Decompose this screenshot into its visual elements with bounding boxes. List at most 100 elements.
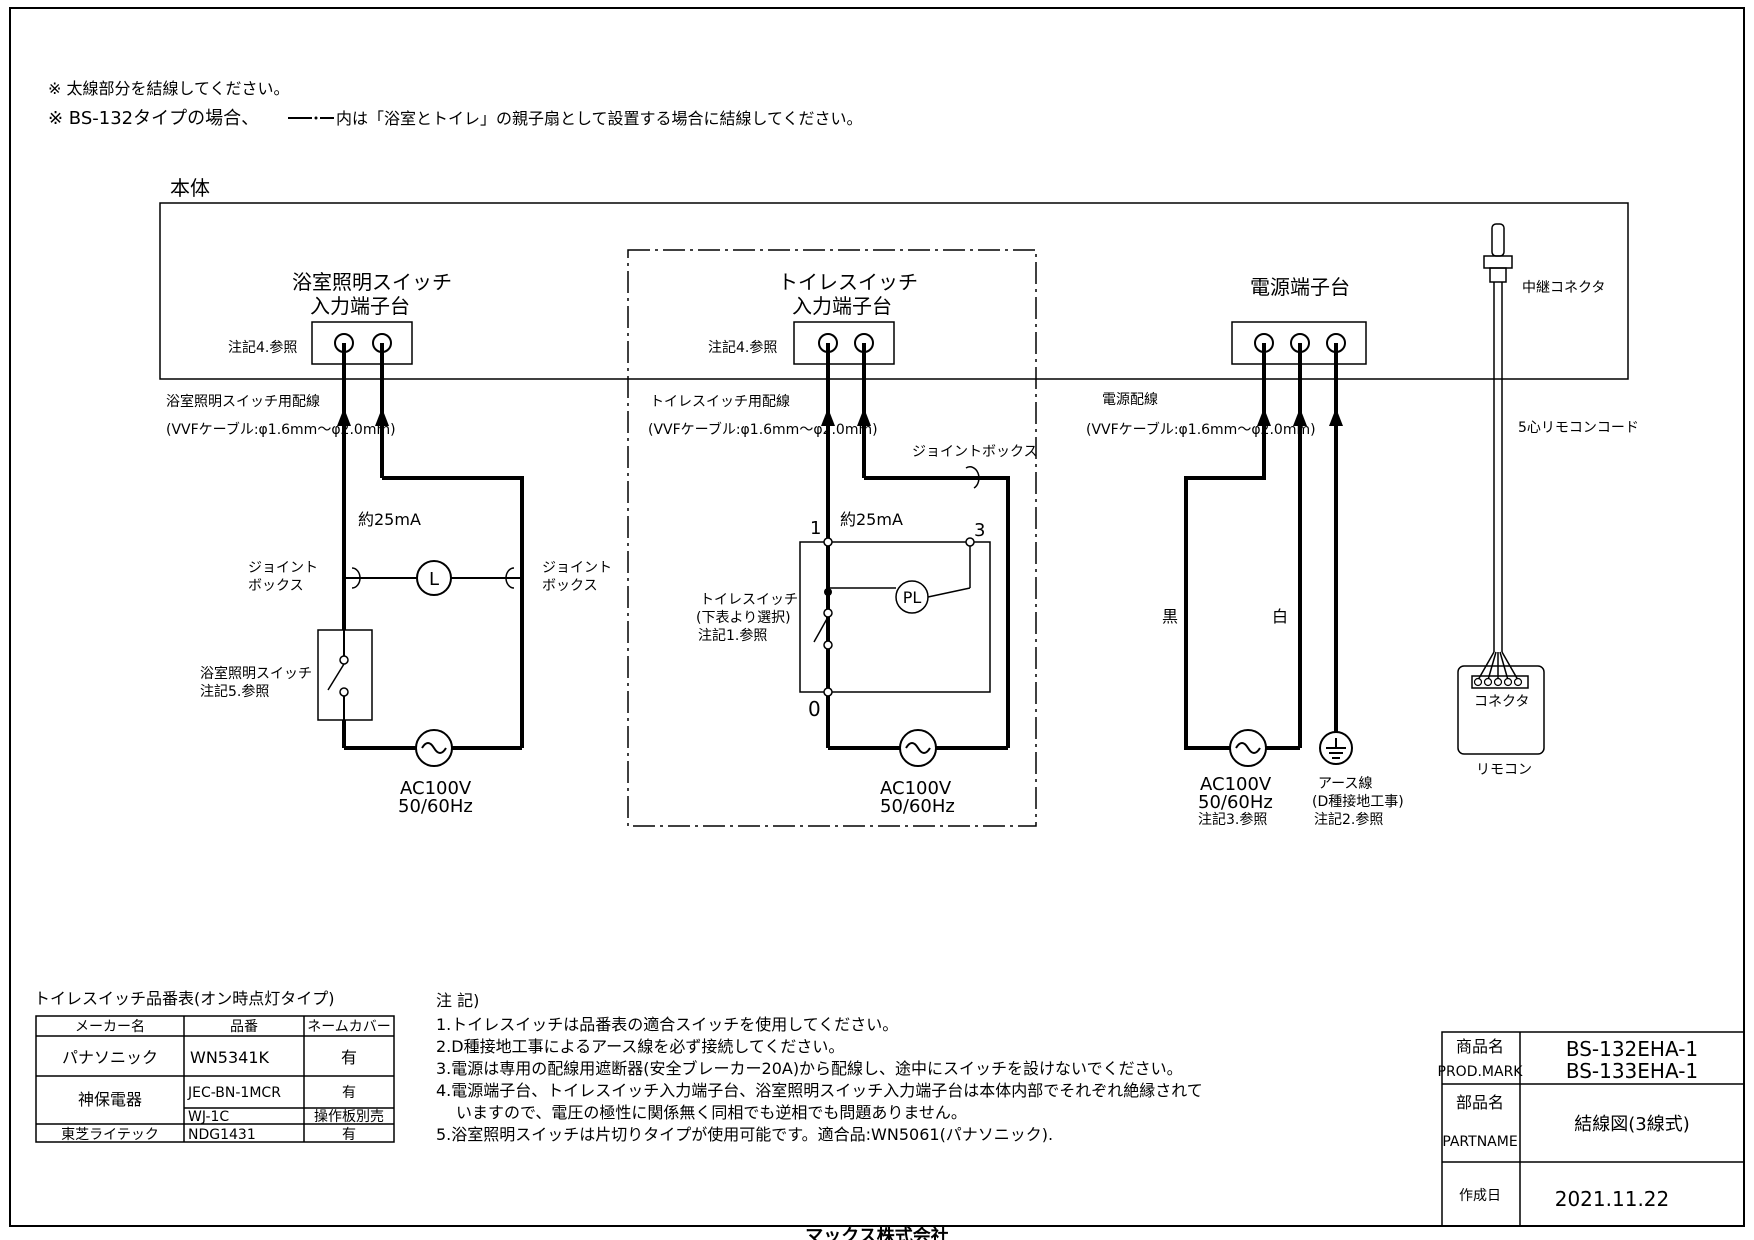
- bath-jb-right-1: ジョイント: [542, 560, 612, 576]
- bath-jb-left-2: ボックス: [248, 578, 304, 594]
- title-product-label: 商品名: [1456, 1037, 1504, 1056]
- title-date: 2021.11.22: [1555, 1187, 1670, 1211]
- toilet-switch-box: [799, 541, 991, 693]
- toilet-term-0: [823, 687, 833, 697]
- toilet-term-1: [823, 537, 833, 547]
- relay-connector: [1483, 255, 1513, 269]
- relay-connector-top: [1491, 223, 1505, 257]
- toilet-jb-symbol: [965, 466, 980, 489]
- earth-label-3: 注記2.参照: [1314, 811, 1383, 828]
- switch-table-title: トイレスイッチ品番表(オン時点灯タイプ): [34, 989, 335, 1008]
- toilet-optional-region: [627, 249, 1037, 827]
- main-unit-box: [159, 202, 1629, 380]
- power-arrow-2: [1293, 408, 1307, 426]
- toilet-switch-label-1: トイレスイッチ: [700, 592, 798, 608]
- toilet-arrow-1: [821, 408, 835, 426]
- title-block-grid: [1441, 1031, 1745, 1227]
- bath-ac-2: 50/60Hz: [398, 796, 473, 817]
- bath-arrow-1: [337, 408, 351, 426]
- title-part-name: 結線図(3線式): [1574, 1114, 1690, 1135]
- power-white: 白: [1272, 607, 1288, 626]
- bath-lamp: [416, 560, 452, 596]
- earth-label-2: (D種接地工事): [1312, 793, 1404, 810]
- power-wiring-cable: (VVFケーブル:φ1.6mm～φ2.0mm): [1086, 421, 1316, 438]
- table-header-part: 品番: [230, 1019, 258, 1035]
- relay-connector-label: 中継コネクタ: [1522, 280, 1605, 296]
- toilet-ac-1: AC100V: [880, 778, 952, 799]
- title-part-label: 部品名: [1456, 1093, 1504, 1112]
- power-black: 黒: [1162, 607, 1178, 626]
- toilet-switch-label-3: 注記1.参照: [698, 627, 767, 644]
- toilet-terminal-title-2: 入力端子台: [792, 294, 892, 318]
- table-row-2-cover: 操作板別売: [314, 1109, 384, 1125]
- power-circuit-wires: [1184, 343, 1338, 750]
- notes-heading: 注 記): [436, 991, 479, 1010]
- title-product-2: BS-133EHA-1: [1566, 1059, 1698, 1083]
- note-top-2a: ※ BS-132タイプの場合、: [48, 108, 259, 129]
- note-top-1: ※ 太線部分を結線してください。: [48, 79, 290, 98]
- title-product-label-en: PROD.MARK: [1438, 1064, 1524, 1080]
- power-arrow-3: [1329, 408, 1343, 426]
- bath-wiring-title: 浴室照明スイッチ用配線: [166, 393, 320, 410]
- toilet-switch-label-2: (下表より選択): [696, 610, 791, 626]
- title-date-label: 作成日: [1459, 1188, 1501, 1204]
- bath-switch-label-2: 注記5.参照: [200, 683, 269, 700]
- toilet-arrow-2: [857, 408, 871, 426]
- note-1: 1.トイレスイッチは品番表の適合スイッチを使用してください。: [436, 1015, 898, 1034]
- bath-jb-left-1: ジョイント: [248, 560, 318, 576]
- power-ac-3: 注記3.参照: [1198, 811, 1267, 828]
- toilet-ac-2: 50/60Hz: [880, 796, 955, 817]
- toilet-junction-box: ジョイントボックス: [912, 444, 1038, 460]
- toilet-term-3: [965, 537, 975, 547]
- power-terminal-title: 電源端子台: [1250, 275, 1350, 299]
- body-label: 本体: [170, 176, 210, 200]
- bath-terminal-title-1: 浴室照明スイッチ: [292, 270, 452, 294]
- bath-jb-right-2: ボックス: [542, 578, 598, 594]
- toilet-term-1-label: 1: [810, 518, 821, 539]
- bath-terminal-block: [311, 321, 413, 365]
- toilet-circuit-wires: [826, 343, 1010, 750]
- bath-wiring-cable: (VVFケーブル:φ1.6mm～φ2.0mm): [166, 421, 396, 438]
- toilet-terminal-block: [793, 321, 895, 365]
- toilet-term-0-label: 0: [808, 697, 821, 721]
- power-wiring-title: 電源配線: [1102, 392, 1158, 408]
- toilet-term-3-label: 3: [974, 520, 985, 541]
- note-3: 3.電源は専用の配線用遮断器(安全ブレーカー20A)から配線し、途中にスイッチを…: [436, 1059, 1183, 1078]
- toilet-wiring-title: トイレスイッチ用配線: [650, 394, 790, 410]
- toilet-terminal-title-1: トイレスイッチ: [778, 270, 918, 294]
- remote-cord-label: 5心リモコンコード: [1518, 420, 1639, 436]
- power-ac-2: 50/60Hz: [1198, 792, 1273, 813]
- remote-label: リモコン: [1476, 762, 1532, 778]
- table-row-3-part: NDG1431: [188, 1127, 256, 1143]
- table-row-3-maker: 東芝ライテック: [61, 1127, 159, 1143]
- remote-control: [1457, 665, 1545, 755]
- title-product-1: BS-132EHA-1: [1566, 1037, 1698, 1061]
- table-row-0-maker: パナソニック: [62, 1048, 158, 1067]
- title-part-label-en: PARTNAME: [1442, 1134, 1517, 1150]
- table-row-1-cover: 有: [342, 1085, 356, 1101]
- table-row-3-cover: 有: [342, 1127, 356, 1143]
- bath-ac-1: AC100V: [400, 778, 472, 799]
- power-ac-1: AC100V: [1200, 774, 1272, 795]
- table-row-0-part: WN5341K: [190, 1048, 270, 1067]
- table-row-2-part: WJ-1C: [188, 1109, 229, 1125]
- sheet-frame: [9, 7, 1745, 1227]
- toilet-terminal-ref: 注記4.参照: [708, 339, 777, 356]
- bath-arrow-2: [375, 408, 389, 426]
- remote-connector-label: コネクタ: [1474, 694, 1529, 710]
- power-arrow-1: [1257, 408, 1271, 426]
- table-row-0-cover: 有: [341, 1048, 357, 1067]
- bath-terminal-ref: 注記4.参照: [228, 339, 297, 356]
- bath-lamp-label: L: [429, 569, 439, 590]
- bath-terminal-title-2: 入力端子台: [310, 294, 410, 318]
- note-4b: いますので、電圧の極性に関係無く同相でも逆相でも問題ありません。: [456, 1103, 967, 1122]
- note-4a: 4.電源端子台、トイレスイッチ入力端子台、浴室照明スイッチ入力端子台は本体内部で…: [436, 1081, 1203, 1100]
- company-name: マックス株式会社: [805, 1225, 948, 1240]
- note-5: 5.浴室照明スイッチは片切りタイプが使用可能です。適合品:WN5061(パナソニ…: [436, 1125, 1053, 1144]
- toilet-wiring-cable: (VVFケーブル:φ1.6mm～φ2.0mm): [648, 421, 878, 438]
- table-header-maker: メーカー名: [75, 1019, 145, 1035]
- bath-jb-left: [351, 567, 361, 589]
- note-2: 2.D種接地工事によるアース線を必ず接続してください。: [436, 1037, 844, 1056]
- toilet-pilot-label: PL: [903, 588, 922, 607]
- table-row-1-maker: 神保電器: [78, 1090, 142, 1109]
